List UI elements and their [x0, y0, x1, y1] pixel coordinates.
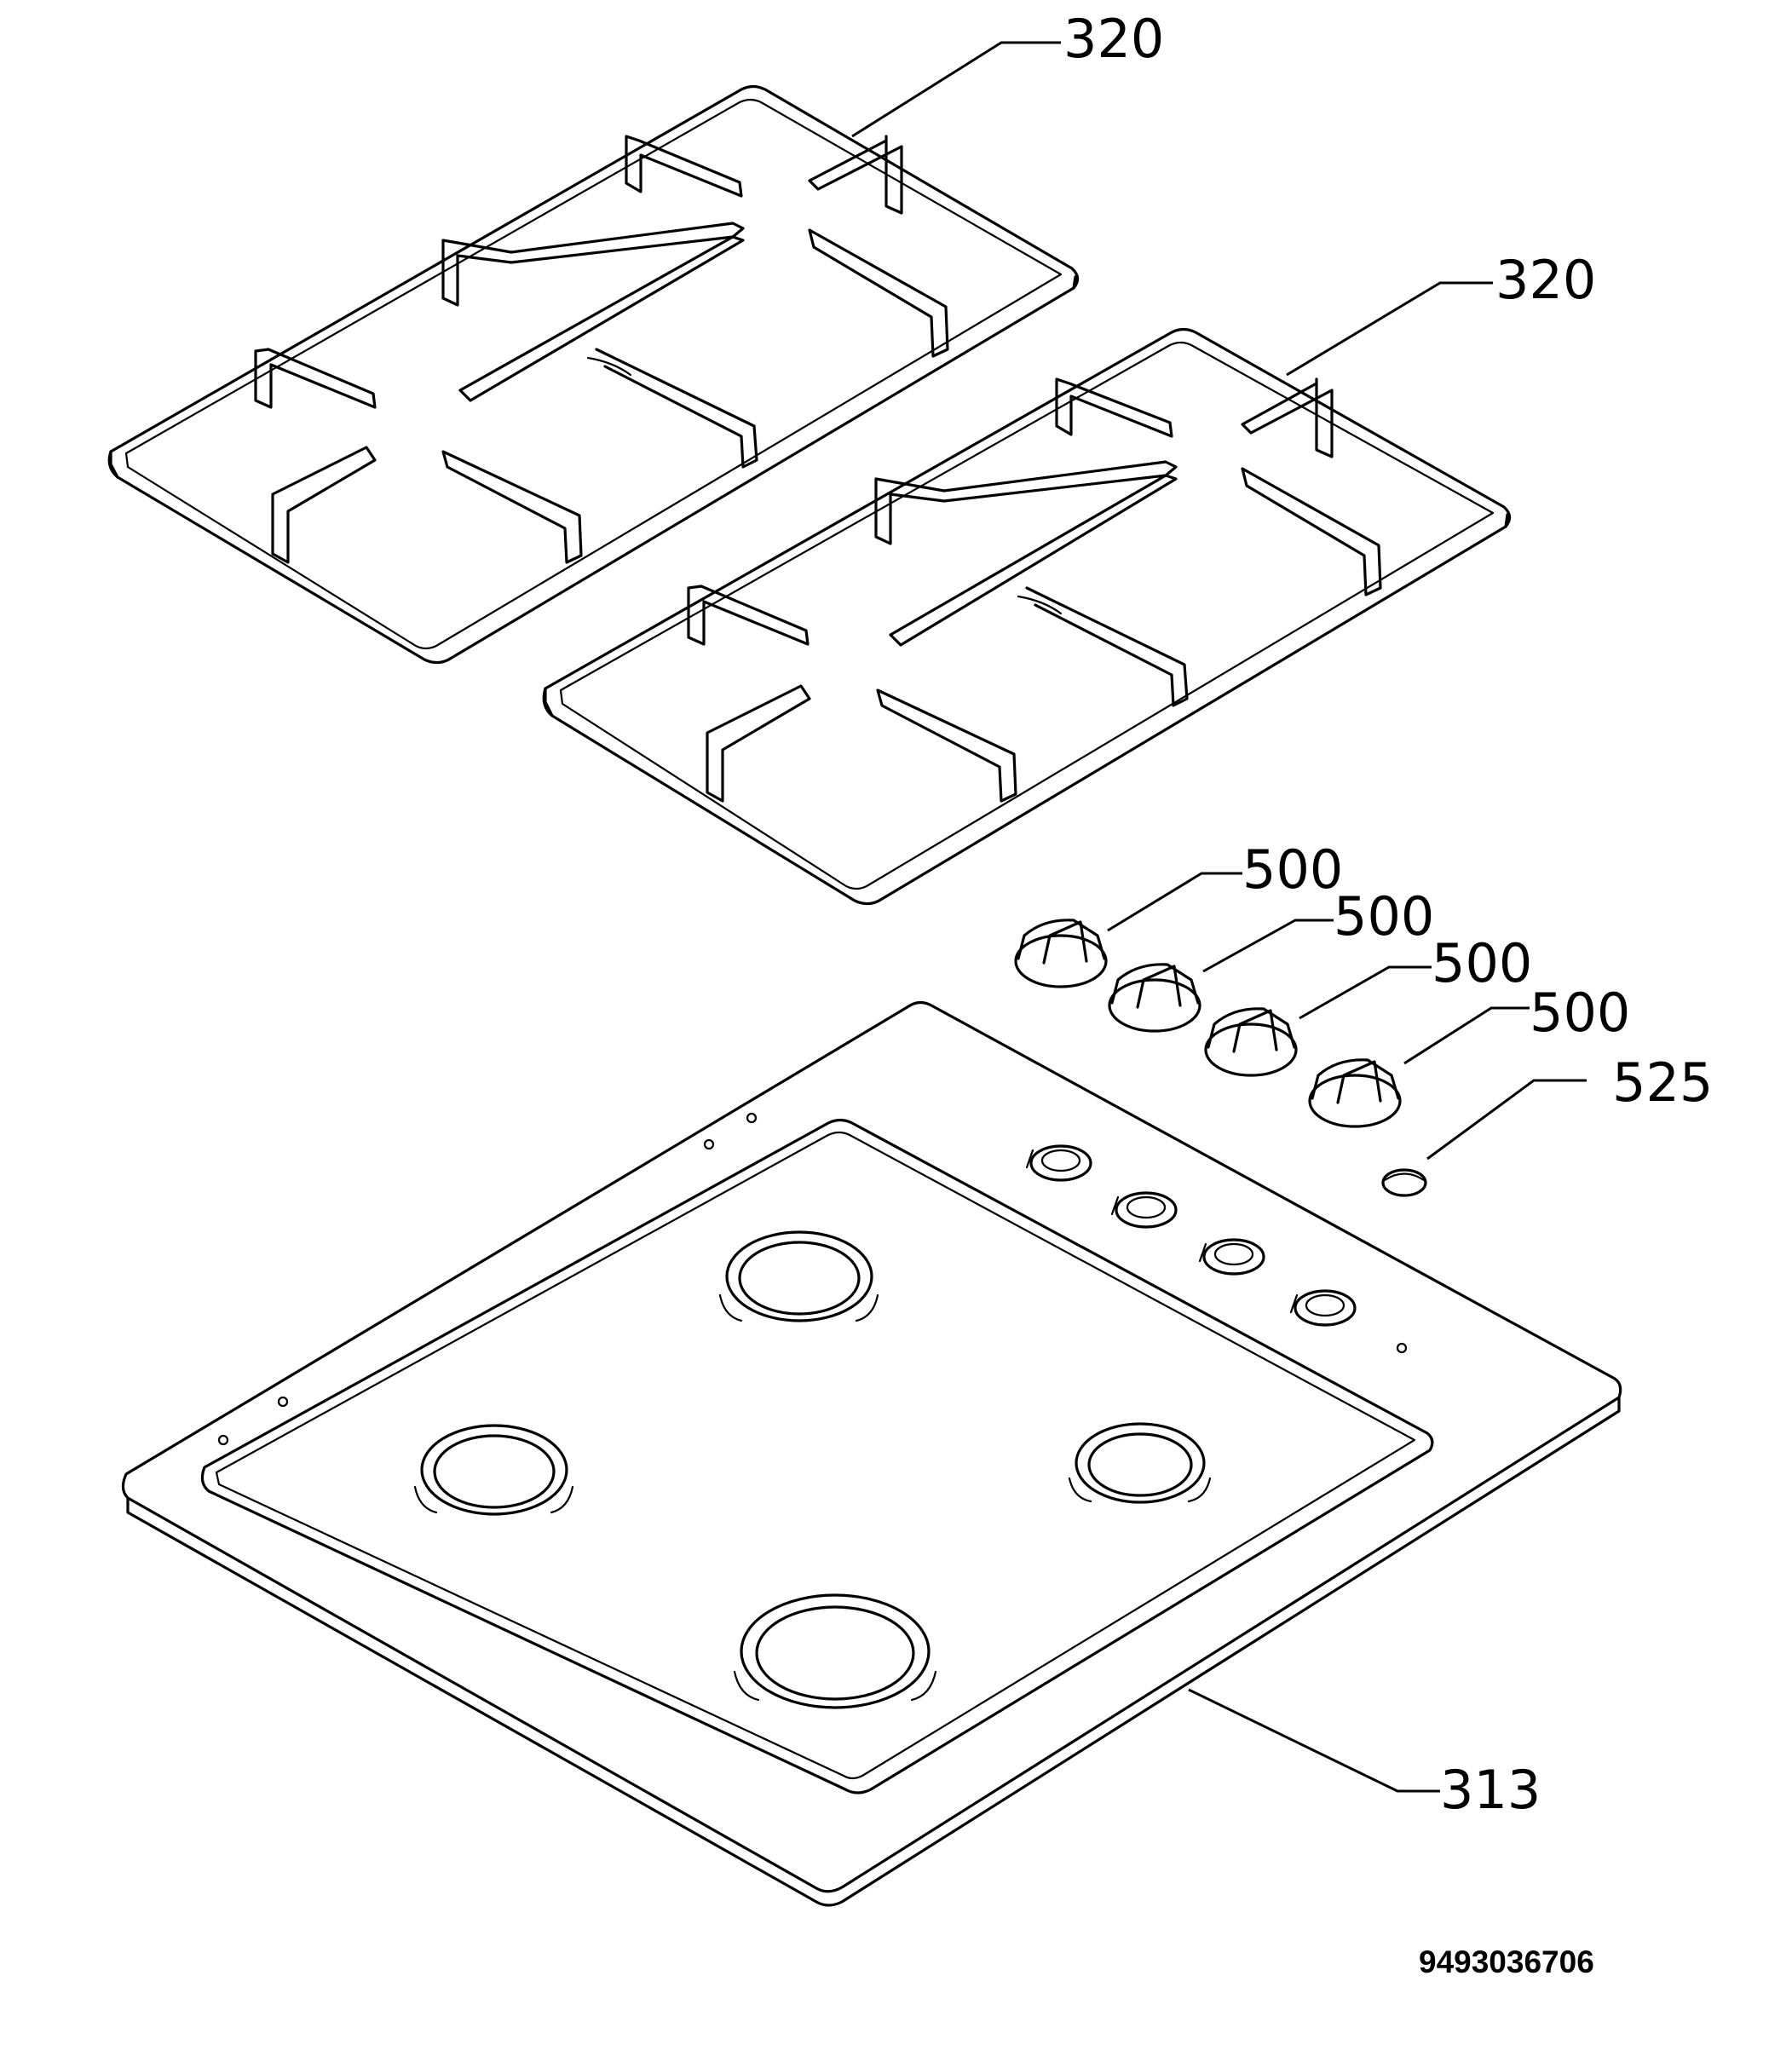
pan-support-left	[107, 84, 1080, 665]
callout-500-knob-4: 500	[1530, 982, 1630, 1044]
pan-support-left-fingers	[254, 135, 949, 564]
callout-525-cap: 525	[1612, 1051, 1713, 1114]
control-knob-2	[1108, 963, 1201, 1033]
button-cap	[1381, 1168, 1427, 1197]
hob-top-plate	[121, 1000, 1622, 1907]
screw-holes	[217, 1112, 1408, 1446]
control-knob-1	[1014, 919, 1108, 988]
callout-313-hob: 313	[1440, 1759, 1541, 1821]
pan-support-right	[542, 327, 1512, 906]
burner-hole-bottom	[733, 1593, 937, 1709]
pan-support-right-fingers	[687, 377, 1382, 803]
diagram-code: 9493036706	[1419, 1944, 1594, 1979]
knob-holes	[1025, 1144, 1357, 1327]
control-knob-4	[1308, 1058, 1402, 1128]
callout-500-knob-3: 500	[1432, 932, 1532, 994]
burner-hole-left	[413, 1424, 574, 1516]
burner-hole-top	[718, 1230, 879, 1322]
leader-lines	[851, 41, 1587, 1793]
callout-320-right: 320	[1495, 249, 1596, 311]
callout-320-left: 320	[1063, 8, 1164, 70]
callout-500-knob-1: 500	[1242, 838, 1343, 901]
burner-hole-right	[1068, 1422, 1212, 1504]
callout-500-knob-2: 500	[1334, 885, 1434, 948]
control-knob-3	[1204, 1007, 1298, 1077]
